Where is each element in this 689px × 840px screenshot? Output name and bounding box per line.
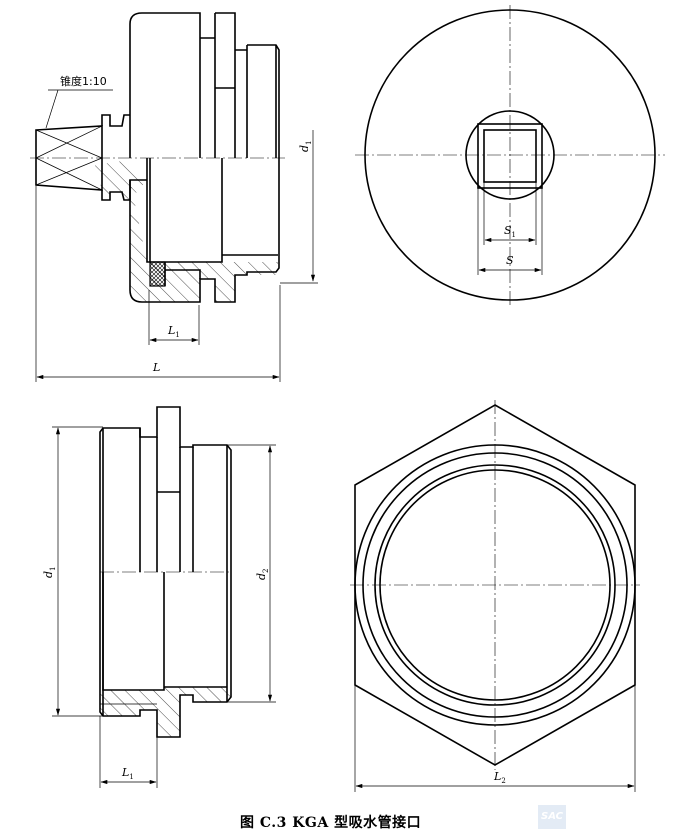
figure-caption: 图 C.3 KGA 型吸水管接口: [240, 815, 422, 831]
hex-end-view: L2: [350, 400, 640, 792]
d1-label-top: d1: [298, 140, 313, 152]
L1-label-bottom: L1: [121, 766, 134, 781]
adapter-section-view: d1 d2 L1: [42, 406, 276, 788]
L1-label-top: L1: [167, 324, 180, 339]
L2-label: L2: [493, 770, 506, 785]
L-label: L: [152, 361, 160, 374]
d1-label-bottom: d1: [42, 566, 57, 578]
S-label: S: [506, 254, 514, 267]
S1-label: S1: [504, 224, 516, 239]
sac-watermark-logo: SAC: [538, 805, 566, 829]
end-view-square: S1 S: [355, 5, 665, 305]
side-section-view: 锥度1:10 d1 L1 L: [30, 12, 318, 382]
taper-label: 锥度1:10: [60, 74, 107, 88]
d2-label: d2: [255, 568, 270, 580]
